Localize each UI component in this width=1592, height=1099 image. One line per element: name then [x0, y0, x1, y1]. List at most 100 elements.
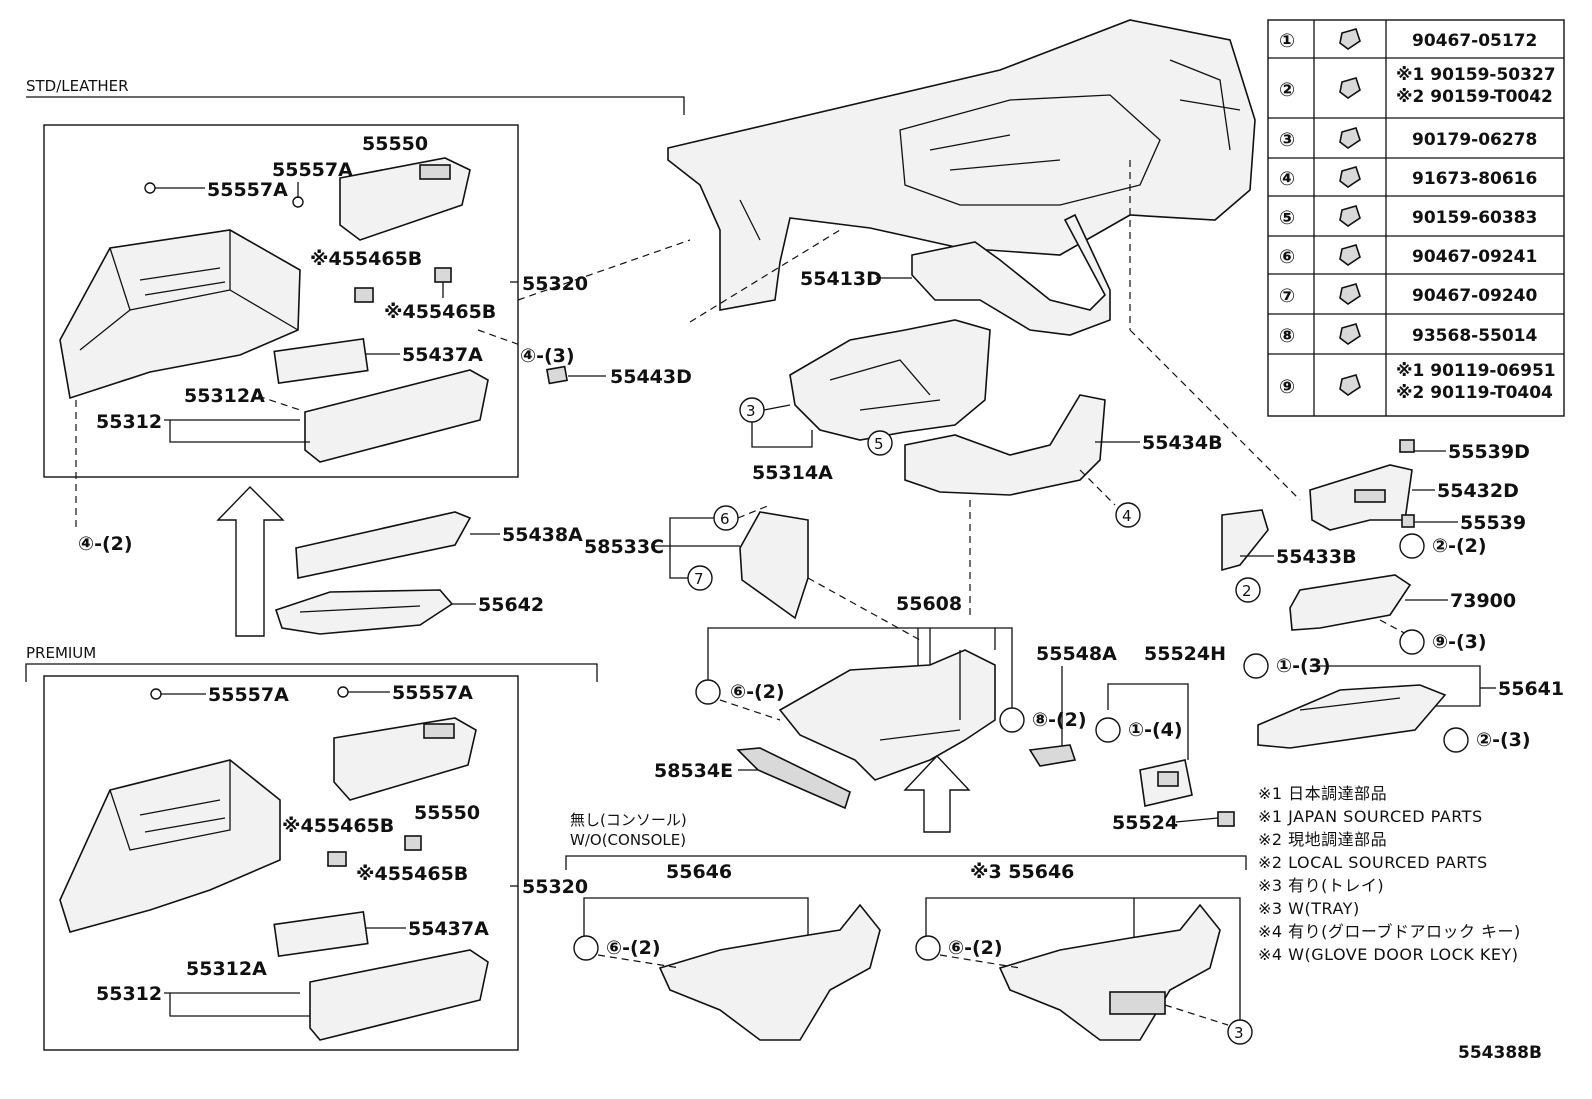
label-55320-premium: 55320	[522, 876, 588, 898]
bracket-55432d[interactable]	[1309, 464, 1413, 531]
fastener-icon	[1339, 166, 1361, 188]
label-55437a-premium: 55437A	[408, 918, 489, 940]
label-55557a-premium-b: 55557A	[392, 682, 473, 704]
label-55557a-std-b: 55557A	[272, 159, 353, 181]
glove-door-panel-premium[interactable]	[309, 949, 489, 1041]
label-callout-1-3: ①-(3)	[1276, 655, 1331, 677]
callout-6-c	[573, 935, 599, 961]
lock-striker-premium[interactable]	[273, 910, 369, 958]
table-part-number: ※1 90119-06951	[1396, 361, 1556, 381]
table-part-number: 90179-06278	[1412, 130, 1537, 150]
label-55314a: 55314A	[752, 462, 833, 484]
diagram-code: 554388B	[1458, 1043, 1542, 1063]
label-callout-6-2-c: ⑥-(2)	[948, 937, 1003, 959]
part-55443d-shape[interactable]	[545, 365, 569, 385]
label-55548a: 55548A	[1036, 643, 1117, 665]
glove-door-panel-std[interactable]	[304, 369, 489, 463]
label-55413d: 55413D	[800, 268, 882, 290]
label-callout-8-2: ⑧-(2)	[1032, 709, 1087, 731]
label-55557a-std-a: 55557A	[207, 179, 288, 201]
label-55465b-premium-a: ※455465B	[282, 815, 394, 837]
note-line: ※4 W(GLOVE DOOR LOCK KEY)	[1258, 945, 1518, 964]
center-bracket-55314a[interactable]	[789, 319, 991, 441]
label-55312-std: 55312	[96, 411, 162, 433]
arrow-up-icon	[216, 486, 285, 637]
side-cover-55433b[interactable]	[1221, 509, 1269, 572]
lock-part-a-std[interactable]	[354, 287, 374, 303]
table-row-number: ⑨	[1279, 376, 1295, 398]
label-55433b: 55433B	[1276, 546, 1357, 568]
clip-55539d[interactable]	[1399, 439, 1415, 453]
lock-striker-std[interactable]	[273, 337, 369, 385]
cushion-a-premium[interactable]	[150, 688, 162, 700]
note-line: ※4 有り(グローブドアロック キー)	[1258, 922, 1521, 941]
reinforcement-55642[interactable]	[274, 589, 454, 635]
glove-box-housing-premium[interactable]	[59, 759, 281, 933]
callout-1-b	[1243, 653, 1269, 679]
callout-1-a	[1095, 717, 1121, 743]
callout-2-c	[1443, 727, 1469, 753]
side-panel-58533c[interactable]	[739, 511, 809, 620]
glove-door-outer-std[interactable]	[339, 157, 471, 241]
table-part-number: ※2 90159-T0042	[1396, 87, 1553, 107]
cushion-a-std[interactable]	[144, 182, 156, 194]
bracket-55548a[interactable]	[1028, 744, 1077, 767]
label-callout-1-4: ①-(4)	[1128, 719, 1183, 741]
lower-cover-55641[interactable]	[1257, 684, 1447, 749]
label-55557a-premium-a: 55557A	[208, 684, 289, 706]
cushion-b-premium[interactable]	[337, 686, 349, 698]
callout-4-3: ④-(3)	[520, 345, 575, 367]
lower-panel-55646-a[interactable]	[658, 903, 881, 1041]
lock-part-b-std[interactable]	[434, 267, 452, 283]
lower-cover-58534e[interactable]	[736, 747, 851, 810]
table-part-number: 91673-80616	[1412, 169, 1537, 189]
svg-text:3: 3	[1234, 1024, 1244, 1042]
note-line: ※1 JAPAN SOURCED PARTS	[1258, 807, 1483, 826]
callout-9	[1399, 629, 1425, 655]
lower-center-cover-55434b[interactable]	[904, 394, 1106, 496]
glove-box-housing-std[interactable]	[59, 229, 301, 400]
switch-base-55524h[interactable]	[1139, 759, 1193, 807]
svg-text:3: 3	[746, 402, 756, 420]
note-line: ※2 現地調達部品	[1258, 830, 1387, 849]
lower-panel-55646-b[interactable]	[998, 903, 1221, 1041]
clip-55524[interactable]	[1217, 811, 1235, 827]
std-leather-group-box	[43, 124, 519, 478]
center-cluster-finish-55413d[interactable]	[911, 213, 1111, 336]
clip-55539[interactable]	[1401, 514, 1415, 528]
panel-73900[interactable]	[1289, 574, 1412, 631]
table-part-number: 90159-60383	[1412, 208, 1537, 228]
callout-4-a	[1115, 502, 1141, 528]
fastener-icon	[1339, 77, 1361, 99]
label-73900: 73900	[1450, 590, 1516, 612]
svg-text:7: 7	[694, 570, 704, 588]
note-line: ※1 日本調達部品	[1258, 784, 1387, 803]
label-55524: 55524	[1112, 812, 1178, 834]
callout-3-b	[1227, 1019, 1253, 1045]
label-55437a-std: 55437A	[402, 344, 483, 366]
glove-box-rail-55438a[interactable]	[295, 511, 472, 579]
label-callout-6-2-b: ⑥-(2)	[606, 937, 661, 959]
svg-text:④-(3): ④-(3)	[520, 345, 575, 367]
glove-door-outer-premium[interactable]	[333, 717, 477, 801]
label-55524h: 55524H	[1144, 643, 1226, 665]
label-55312a-premium: 55312A	[186, 958, 267, 980]
callout-5	[867, 430, 893, 456]
lower-instrument-panel-55608[interactable]	[778, 649, 996, 781]
notes-block: ※1 日本調達部品 ※1 JAPAN SOURCED PARTS ※2 現地調達部品…	[1258, 784, 1521, 964]
svg-text:5: 5	[874, 435, 884, 453]
lock-part-b-premium[interactable]	[404, 835, 422, 851]
premium-group-box	[43, 675, 519, 1051]
note-line: ※3 有り(トレイ)	[1258, 876, 1384, 895]
section-label-wo-console-jp: 無し(コンソール)	[570, 811, 687, 829]
label-55443d: 55443D	[610, 366, 692, 388]
label-55608: 55608	[896, 593, 962, 615]
lock-part-a-premium[interactable]	[327, 851, 347, 867]
table-part-number: 90467-05172	[1412, 31, 1537, 51]
label-55539d: 55539D	[1448, 441, 1530, 463]
note-line: ※3 W(TRAY)	[1258, 899, 1360, 918]
svg-text:④-(2): ④-(2)	[78, 533, 133, 555]
callout-6-b	[695, 679, 721, 705]
cushion-b-std[interactable]	[292, 196, 304, 208]
